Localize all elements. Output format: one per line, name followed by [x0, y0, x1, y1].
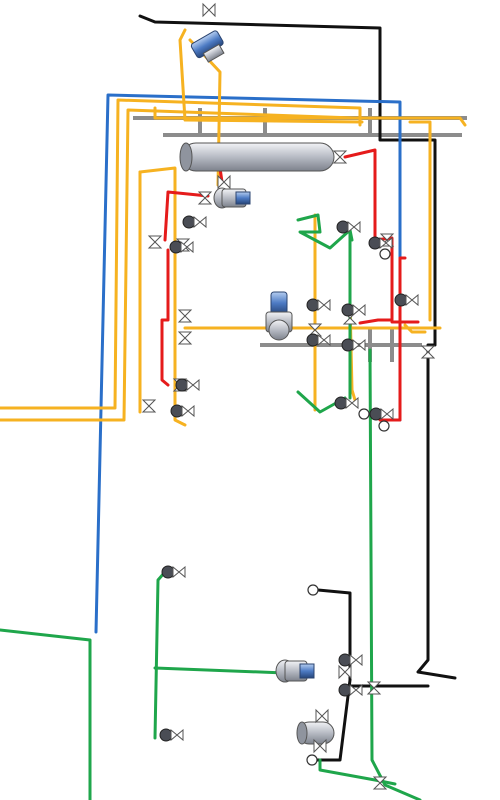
- actuated-valve-icon: [338, 683, 363, 697]
- pump-lower: [275, 659, 315, 683]
- gate-valve-icon: [141, 399, 157, 413]
- actuated-valve-icon: [306, 298, 331, 312]
- line-end-icon: [378, 420, 390, 432]
- actuated-valve-icon: [334, 396, 359, 410]
- instruments-group: [159, 215, 419, 742]
- yellow-line: [0, 28, 467, 427]
- actuated-valve-icon: [182, 215, 207, 229]
- actuated-valve-icon: [341, 303, 366, 317]
- line-end-icon: [358, 408, 370, 420]
- horizontal-vessel: [179, 142, 335, 172]
- green-line: [0, 213, 422, 800]
- line-end-icon: [379, 248, 391, 260]
- actuated-valve-icon: [159, 728, 184, 742]
- actuated-valve-icon: [341, 338, 366, 352]
- small-vessel-lower: [296, 721, 335, 745]
- actuated-valve-icon: [161, 565, 186, 579]
- valves-group: [141, 2, 436, 790]
- gate-valve-icon: [177, 331, 193, 345]
- gate-valve-icon: [147, 235, 163, 249]
- actuated-valve-icon: [170, 404, 195, 418]
- pump-upper: [213, 187, 251, 209]
- actuated-valve-icon: [336, 220, 361, 234]
- endpoints-group: [306, 248, 391, 766]
- line-end-icon: [307, 584, 319, 596]
- pump-top: [190, 30, 225, 63]
- actuated-valve-icon: [169, 240, 194, 254]
- blue-line: [94, 93, 402, 634]
- gate-valve-icon: [177, 309, 193, 323]
- gate-valve-icon: [217, 174, 231, 190]
- actuated-valve-icon: [338, 653, 363, 667]
- red-line: [160, 148, 420, 422]
- actuated-valve-icon: [394, 293, 419, 307]
- actuated-valve-icon: [175, 378, 200, 392]
- gate-valve-icon: [313, 738, 327, 754]
- black-line: [138, 14, 457, 762]
- gate-valve-icon: [332, 150, 348, 164]
- actuated-valve-icon: [369, 407, 394, 421]
- gate-valve-icon: [315, 708, 329, 724]
- gate-valve-icon: [197, 191, 213, 205]
- actuated-valve-icon: [368, 236, 393, 250]
- gate-valve-icon: [366, 681, 382, 695]
- actuated-valve-icon: [306, 333, 331, 347]
- gate-valve-icon: [338, 664, 352, 680]
- gate-valve-icon: [420, 345, 436, 359]
- gate-valve-icon: [202, 2, 216, 18]
- line-end-icon: [306, 754, 318, 766]
- pump-center: [265, 291, 293, 341]
- gate-valve-icon: [372, 776, 388, 790]
